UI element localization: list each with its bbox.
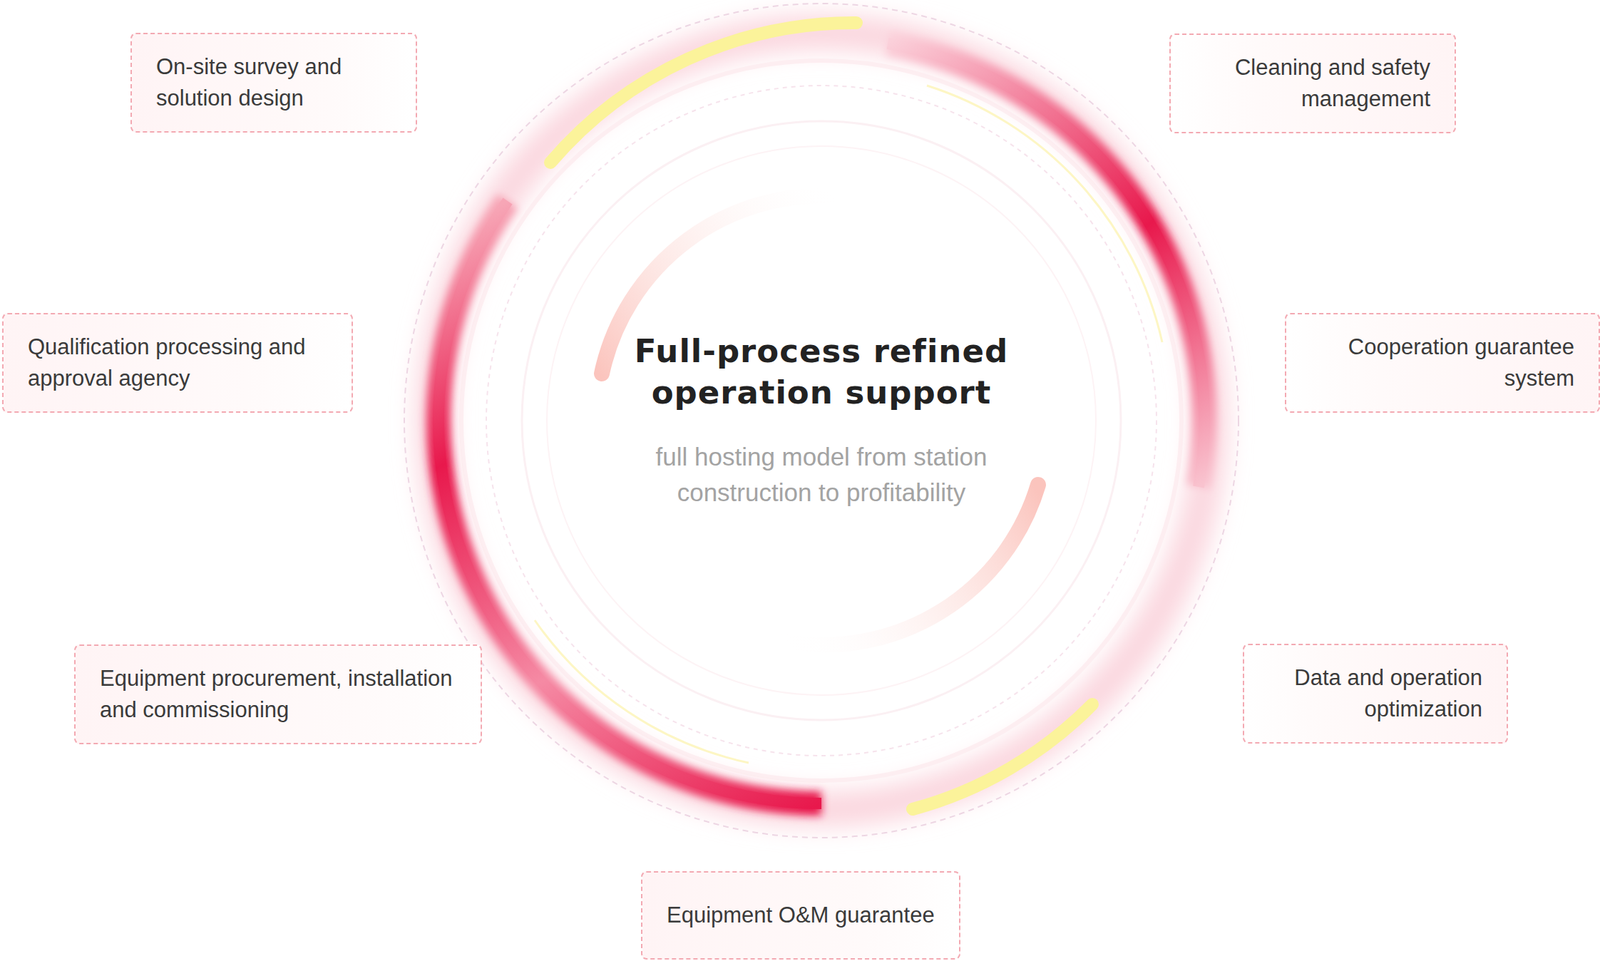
service-box: Cooperation guarantee system xyxy=(1284,313,1600,413)
service-label: Cleaning and safety management xyxy=(1195,52,1431,115)
service-label: Equipment procurement, installation and … xyxy=(99,663,457,726)
service-label: On-site survey and solution design xyxy=(156,51,392,115)
service-box: Equipment procurement, installation and … xyxy=(74,644,482,745)
service-box: Qualification processing and approval ag… xyxy=(2,313,353,413)
service-box: Equipment O&M guarantee xyxy=(640,871,961,960)
center-circle: Full-process refined operation support fu… xyxy=(586,185,1057,656)
service-box: Data and operation optimization xyxy=(1242,643,1509,744)
service-label: Data and operation optimization xyxy=(1268,662,1483,726)
service-label: Equipment O&M guarantee xyxy=(666,899,935,932)
service-box: On-site survey and solution design xyxy=(130,32,418,133)
center-subtitle: full hosting model from station construc… xyxy=(621,439,1022,511)
service-label: Cooperation guarantee system xyxy=(1310,331,1575,395)
service-label: Qualification processing and approval ag… xyxy=(27,331,328,395)
service-box: Cleaning and safety management xyxy=(1169,33,1456,134)
center-title: Full-process refined operation support xyxy=(607,330,1036,414)
